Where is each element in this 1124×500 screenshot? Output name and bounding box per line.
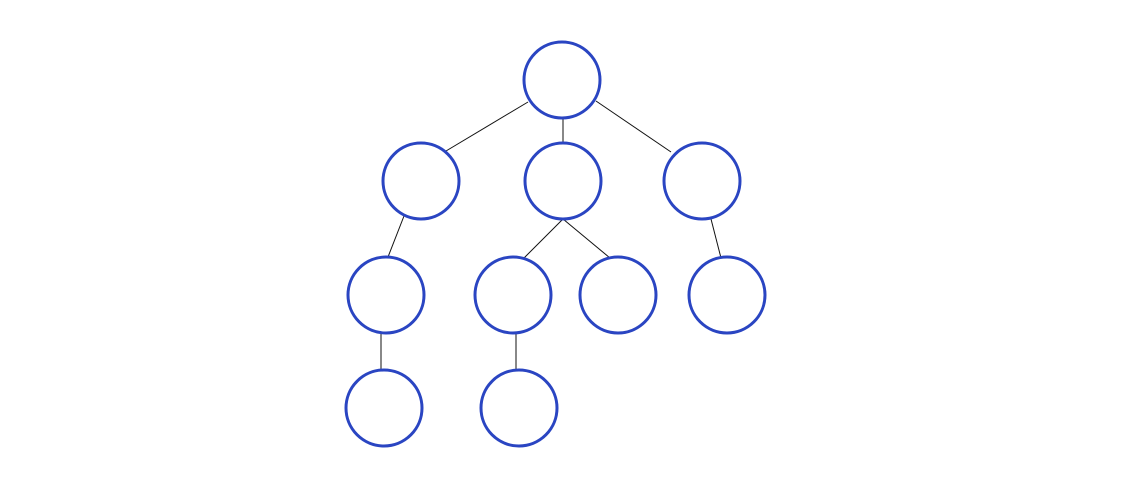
edge-l1-left-to-l2-a (387, 215, 405, 258)
node-l1-left (381, 141, 461, 221)
edge-layer (380, 100, 722, 370)
node-l1-mid (523, 141, 603, 221)
node-root (522, 40, 602, 120)
edge-l1-mid-to-l2-c (562, 218, 611, 259)
node-l3-a (344, 368, 424, 448)
node-l2-c (578, 255, 658, 335)
edge-root-to-l1-left (445, 101, 529, 152)
node-l2-a (346, 255, 426, 335)
node-l2-d (687, 255, 767, 335)
node-layer (344, 40, 767, 448)
edge-l1-mid-to-l2-b (522, 218, 564, 260)
node-l2-b (473, 255, 553, 335)
edge-l1-right-to-l2-d (710, 218, 722, 259)
node-l3-b (479, 368, 559, 448)
edge-root-to-l1-right (595, 100, 672, 153)
node-l1-right (662, 141, 742, 221)
